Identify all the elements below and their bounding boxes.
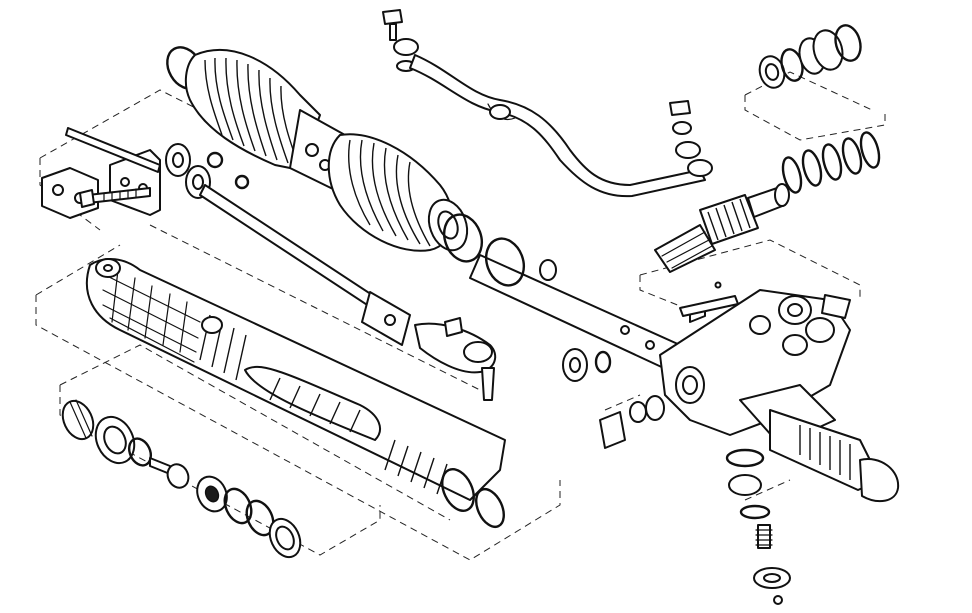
inner-tie-rod	[199, 184, 411, 346]
yoke-plug-assembly	[562, 348, 791, 605]
dashed-group-boxes	[35, 71, 886, 561]
pinion-valve	[654, 183, 790, 273]
mounting-bracket	[41, 127, 250, 219]
pressure-line	[382, 9, 713, 198]
piston-seal-kit	[61, 399, 302, 559]
rack-housing	[85, 258, 506, 529]
shim-plate	[679, 281, 739, 317]
bellows-boot-assembly	[166, 46, 484, 263]
valve-housing	[659, 289, 900, 503]
pinion-seal-rings	[758, 24, 881, 194]
outer-tie-rod-end	[414, 317, 497, 401]
